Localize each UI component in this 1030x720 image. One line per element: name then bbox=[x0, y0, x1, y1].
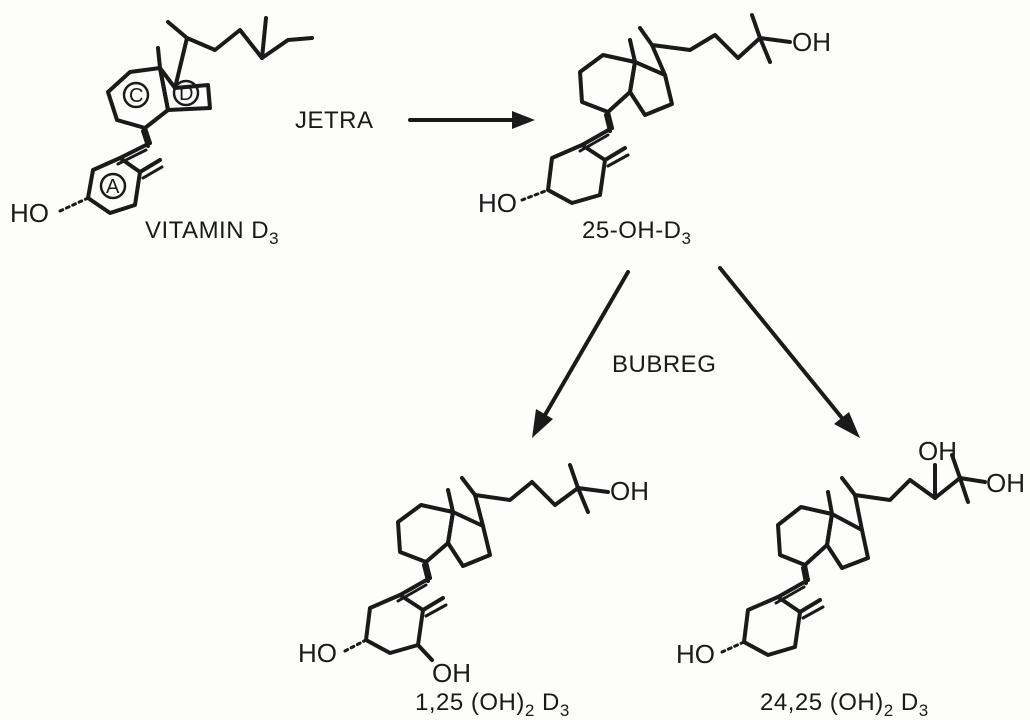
vitamin-d3-name: VITAMIN D3 bbox=[145, 217, 279, 248]
25-oh-d3-ring-a bbox=[546, 143, 607, 205]
1-25-oh2-d3-structure: OH OH HO 1,25 (OH)2 D3 bbox=[298, 463, 649, 720]
1-25-ho-label: HO bbox=[298, 638, 337, 668]
vitamin-d3-linker bbox=[143, 126, 152, 145]
vitamin-d3-ho-bond bbox=[58, 196, 90, 213]
vitamin-d3-ring-c-circle bbox=[122, 81, 150, 109]
vitamin-d3-ring-d-label: D bbox=[179, 83, 193, 105]
1-25-side-oh-label: OH bbox=[610, 476, 649, 506]
24-25-side-chain bbox=[853, 476, 962, 532]
1-25-ring-d bbox=[446, 510, 492, 568]
vitamin-d3-ring-a-label: A bbox=[106, 176, 120, 198]
kidney-step-label: BUBREG bbox=[612, 351, 716, 378]
24-25-ring-c bbox=[776, 505, 834, 567]
vitamin-d3-angular-methyl bbox=[156, 46, 162, 70]
1-25-ring-a bbox=[364, 593, 425, 655]
1-25-oh2-d3-name: 1,25 (OH)2 D3 bbox=[415, 689, 570, 720]
kidney-step-arrow-left bbox=[543, 270, 630, 417]
24-25-top-oh-label: OH bbox=[918, 436, 957, 466]
liver-step-label: JETRA bbox=[295, 107, 374, 134]
vitamin-d3-side-chain-methyl bbox=[260, 16, 268, 60]
25-oh-d3-ho-label: HO bbox=[478, 188, 517, 218]
liver-step-arrowhead bbox=[512, 111, 535, 129]
1-25-side-chain bbox=[473, 480, 580, 528]
25-oh-d3-ring-d bbox=[628, 60, 674, 117]
kidney-step-arrowhead-left bbox=[532, 409, 553, 438]
vitamin-d3-c21-methyl bbox=[166, 20, 189, 40]
vitamin-d3-exo-methylene bbox=[138, 158, 162, 174]
25-oh-d3-structure: OH HO 25-OH-D3 bbox=[478, 13, 831, 248]
liver-step: JETRA bbox=[295, 107, 535, 134]
25-oh-d3-oh-label: OH bbox=[792, 27, 831, 57]
1-25-ring-c bbox=[396, 503, 455, 564]
vitamin-d3-ring-c bbox=[106, 66, 170, 130]
24-25-ho-label: HO bbox=[676, 639, 715, 669]
vitamin-d3-side-chain bbox=[173, 28, 314, 90]
24-25-ring-a bbox=[742, 595, 802, 657]
24-25-oh2-d3-name: 24,25 (OH)2 D3 bbox=[760, 689, 929, 720]
vitamin-d3-structure: C D A HO VITAMIN D3 bbox=[10, 16, 314, 248]
25-oh-d3-ring-c bbox=[578, 53, 637, 114]
24-25-oh2-d3-structure: OH OH HO 24,25 (OH)2 D3 bbox=[676, 436, 1025, 720]
kidney-step: BUBREG bbox=[532, 266, 860, 438]
vitamin-d3-ring-c-label: C bbox=[129, 85, 143, 107]
vitamin-d3-ring-d-circle bbox=[172, 79, 200, 107]
25-oh-d3-name: 25-OH-D3 bbox=[582, 217, 691, 248]
24-25-side-oh-label: OH bbox=[986, 468, 1025, 498]
25-oh-d3-side-chain bbox=[650, 33, 762, 77]
1-25-ring-oh-label: OH bbox=[432, 658, 471, 688]
vitamin-d3-ring-a-circle bbox=[99, 172, 127, 200]
kidney-step-arrowhead-right bbox=[834, 412, 860, 438]
kidney-step-arrow-right bbox=[718, 266, 844, 420]
vitamin-d3-ho-label: HO bbox=[10, 198, 49, 228]
